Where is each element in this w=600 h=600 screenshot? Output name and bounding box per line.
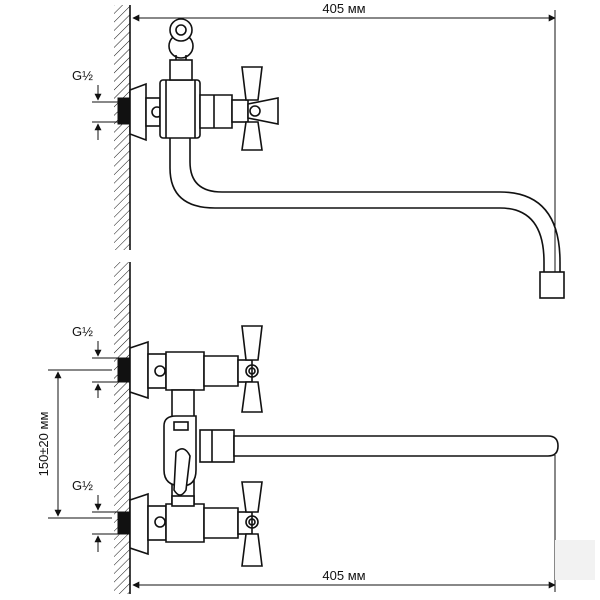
corner-watermark <box>555 540 595 580</box>
top-cross-handle <box>231 66 279 151</box>
bottom-straight-spout <box>233 435 559 457</box>
center-distance-label: 150±20 мм <box>36 412 51 477</box>
top-valve-body <box>159 18 233 139</box>
bottom-mixer-body <box>163 389 235 507</box>
bottom-lower-thread-dimension: G½ <box>72 478 120 552</box>
top-view: 405 мм G½ <box>72 1 565 299</box>
top-width-dimension: 405 мм <box>132 1 556 275</box>
top-wall-connector <box>117 82 163 142</box>
top-width-label: 405 мм <box>322 1 365 16</box>
bottom-lower-thread-label: G½ <box>72 478 93 493</box>
bottom-upper-connector <box>117 340 239 400</box>
bottom-lower-cross-handle <box>237 481 263 567</box>
center-distance-dimension: 150±20 мм <box>36 369 112 519</box>
top-thread-dimension: G½ <box>72 68 120 140</box>
bottom-upper-thread-label: G½ <box>72 324 93 339</box>
bottom-upper-cross-handle <box>237 325 263 413</box>
bottom-upper-thread-dimension: G½ <box>72 324 120 398</box>
bottom-width-label: 405 мм <box>322 568 365 583</box>
bottom-wall <box>114 262 131 594</box>
top-wall <box>114 5 131 250</box>
bottom-lower-connector <box>117 492 239 556</box>
bottom-width-dimension: 405 мм <box>132 455 556 592</box>
bottom-view: 405 мм 150±20 мм G½ G½ <box>36 262 559 594</box>
top-curved-spout <box>169 138 565 299</box>
top-thread-label: G½ <box>72 68 93 83</box>
